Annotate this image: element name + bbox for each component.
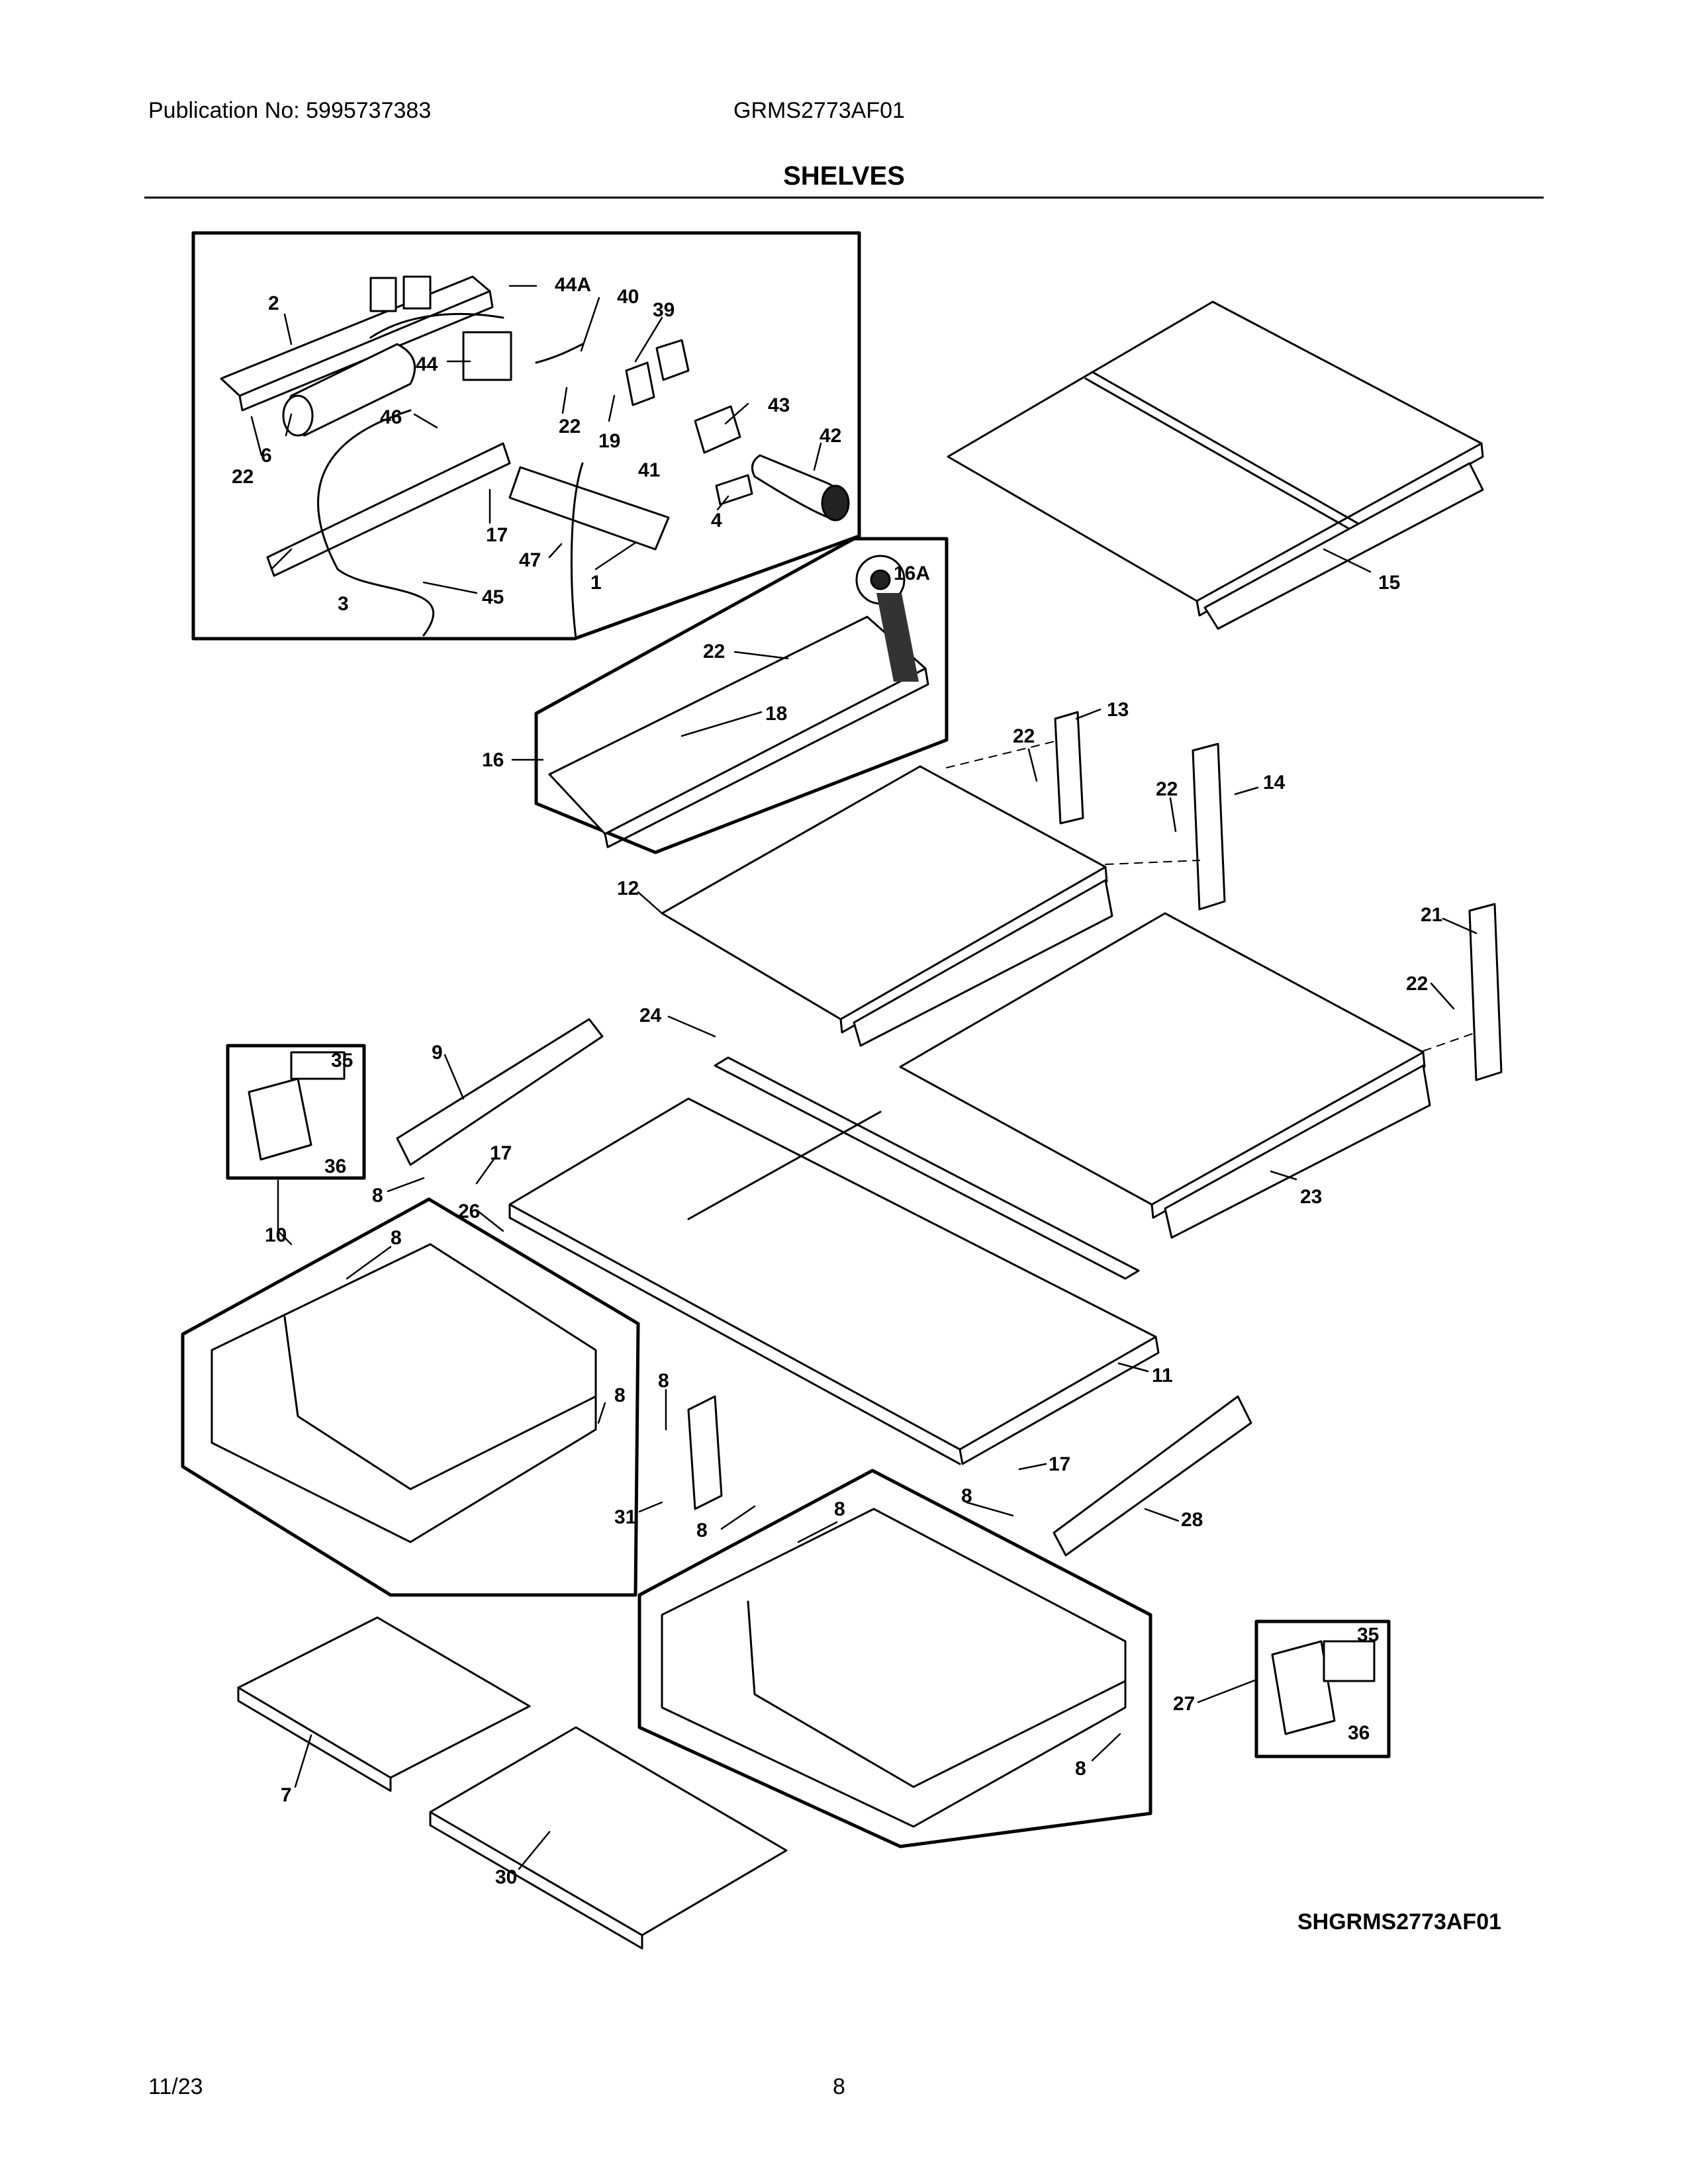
callout-8-f: 8	[834, 1498, 845, 1520]
rail-14	[1192, 743, 1226, 911]
panel-30	[429, 1726, 788, 1950]
slide-28	[1053, 1395, 1252, 1557]
callout-27: 27	[1173, 1693, 1195, 1715]
page-number: 8	[833, 2074, 845, 2099]
valve-assembly	[369, 312, 512, 381]
callout-19: 19	[598, 430, 620, 452]
callout-8-c: 8	[614, 1385, 626, 1406]
callout-1: 1	[590, 572, 602, 594]
rail-13	[1054, 711, 1084, 825]
page-title: SHELVES	[783, 161, 905, 191]
part-39	[625, 361, 655, 406]
callout-11: 11	[1152, 1365, 1173, 1387]
crisper-cover-11	[508, 1097, 1160, 1465]
shelf-15	[947, 300, 1484, 630]
filter-head-bracket	[220, 275, 494, 412]
callout-labels: 2 44A 40 39 44 43 46 22 42 6 19 22 41 4 …	[232, 274, 1442, 1888]
callout-10: 10	[265, 1224, 287, 1246]
publication-number: Publication No: 5995737383	[148, 98, 432, 123]
callout-30: 30	[495, 1866, 517, 1888]
callout-35-a: 35	[331, 1050, 353, 1071]
callout-43: 43	[768, 394, 790, 416]
callout-14: 14	[1263, 772, 1286, 794]
tube-40	[535, 343, 584, 364]
shelf-23	[899, 912, 1431, 1239]
callout-21: 21	[1421, 904, 1442, 926]
filter-cap-4	[715, 474, 753, 506]
leader-lines	[250, 285, 1477, 1870]
shelf-12	[661, 765, 1113, 1047]
callout-8-d: 8	[658, 1370, 669, 1392]
slide-9	[396, 1018, 604, 1166]
callout-42: 42	[820, 425, 841, 447]
callout-16a: 16A	[894, 563, 930, 584]
strip-24	[714, 1056, 1140, 1280]
water-filter-cartridge	[751, 454, 850, 522]
callout-8-g: 8	[696, 1520, 708, 1541]
callout-16: 16	[482, 749, 504, 771]
callout-17-c: 17	[1049, 1453, 1070, 1475]
callout-22-d: 22	[1013, 725, 1035, 747]
header-rule	[144, 197, 1544, 199]
callout-44: 44	[416, 353, 438, 375]
divider-31	[687, 1395, 723, 1510]
callout-46: 46	[380, 406, 402, 428]
callout-12: 12	[617, 878, 639, 899]
callout-44a: 44A	[555, 274, 591, 296]
drawer-box-10	[181, 1197, 640, 1597]
tube-47	[570, 462, 584, 640]
callout-45: 45	[482, 586, 504, 608]
callout-36-b: 36	[1348, 1722, 1370, 1744]
callout-8-h: 8	[1075, 1758, 1086, 1780]
callout-39: 39	[653, 299, 675, 321]
callout-24: 24	[639, 1005, 662, 1026]
callout-35-b: 35	[1357, 1624, 1379, 1646]
tray-1	[508, 466, 670, 551]
callout-17-a: 17	[486, 524, 508, 546]
part-41	[655, 339, 690, 381]
publication-date: 11/23	[148, 2074, 203, 2099]
callout-23: 23	[1300, 1186, 1322, 1208]
callout-31: 31	[614, 1506, 636, 1528]
inset-16	[534, 537, 949, 854]
callout-8-e: 8	[961, 1485, 972, 1507]
callout-3: 3	[338, 593, 349, 615]
callout-6: 6	[261, 445, 272, 467]
callout-22-b: 22	[232, 466, 254, 488]
callout-22-e: 22	[1156, 778, 1178, 800]
inset-35-36-left	[226, 1044, 366, 1180]
tube-45	[317, 409, 435, 637]
diagram-code: SHGRMS2773AF01	[1297, 1909, 1502, 1934]
channel-3	[266, 442, 511, 577]
callout-9: 9	[432, 1042, 443, 1064]
model-number: GRMS2773AF01	[733, 98, 905, 123]
callout-4: 4	[711, 510, 722, 531]
callout-2: 2	[268, 293, 279, 314]
callout-17-b: 17	[490, 1142, 512, 1164]
callout-8-a: 8	[372, 1185, 383, 1206]
callout-28: 28	[1181, 1509, 1203, 1531]
callout-8-b: 8	[391, 1227, 402, 1249]
callout-40: 40	[617, 286, 639, 308]
callout-22-c: 22	[703, 641, 725, 662]
filter-housing-43	[694, 405, 741, 454]
callout-7: 7	[281, 1784, 292, 1806]
callout-36-a: 36	[324, 1156, 346, 1177]
water-filter-inset	[191, 231, 861, 641]
callout-13: 13	[1107, 699, 1129, 721]
water-tank	[282, 343, 416, 437]
callout-15: 15	[1378, 572, 1400, 594]
callout-18: 18	[765, 703, 787, 725]
callout-22-f: 22	[1406, 973, 1428, 995]
rail-21	[1468, 903, 1503, 1081]
panel-7	[237, 1616, 531, 1792]
drawer-box-27	[637, 1469, 1152, 1848]
callout-41: 41	[638, 459, 660, 481]
callout-26: 26	[458, 1201, 480, 1222]
inset-35-36-right	[1254, 1619, 1391, 1758]
callout-47: 47	[519, 549, 541, 571]
callout-22-a: 22	[559, 416, 581, 437]
